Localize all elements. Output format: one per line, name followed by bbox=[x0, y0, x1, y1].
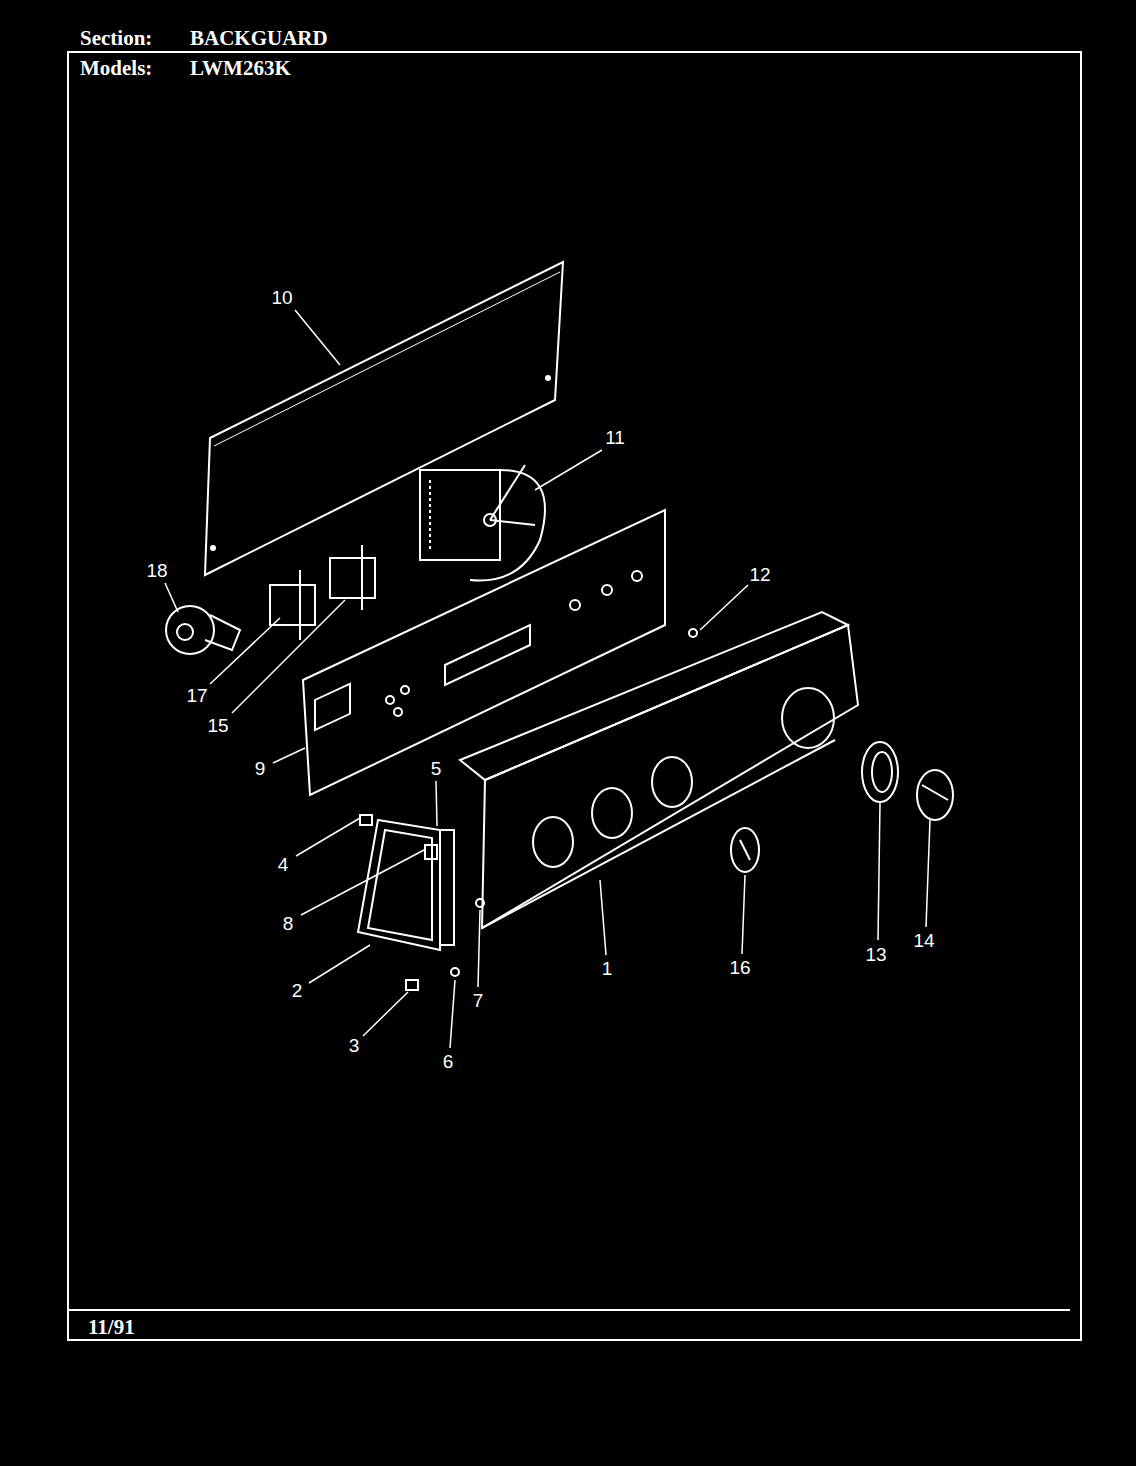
header-text: 11/91 bbox=[88, 1317, 135, 1338]
page-frame bbox=[68, 52, 1081, 1340]
callout-number: 4 bbox=[278, 855, 289, 874]
callout-number: 6 bbox=[443, 1052, 454, 1071]
switches bbox=[166, 545, 375, 654]
callout-number: 13 bbox=[865, 945, 886, 964]
header-text: LWM263K bbox=[190, 58, 291, 79]
header-text: Section: bbox=[80, 28, 152, 49]
footer-rule bbox=[68, 1309, 1070, 1311]
header-text: Models: bbox=[80, 58, 152, 79]
callout-number: 18 bbox=[146, 561, 167, 580]
callout-number: 9 bbox=[255, 759, 266, 778]
callout-number: 8 bbox=[283, 914, 294, 933]
callout-number: 15 bbox=[207, 716, 228, 735]
callout-number: 12 bbox=[749, 565, 770, 584]
timer bbox=[420, 465, 545, 581]
end-cap bbox=[358, 629, 697, 990]
callout-number: 5 bbox=[431, 759, 442, 778]
callout-number: 7 bbox=[473, 991, 484, 1010]
knobs bbox=[731, 742, 953, 872]
rear-panel bbox=[205, 262, 563, 575]
callout-number: 2 bbox=[292, 981, 303, 1000]
callout-number: 17 bbox=[186, 686, 207, 705]
callout-number: 14 bbox=[913, 931, 934, 950]
callout-number: 11 bbox=[605, 428, 625, 447]
callout-number: 16 bbox=[729, 958, 750, 977]
header-text: BACKGUARD bbox=[190, 28, 328, 49]
callout-number: 1 bbox=[602, 959, 613, 978]
leader-lines bbox=[165, 310, 930, 1048]
console-housing bbox=[460, 612, 858, 928]
callout-number: 3 bbox=[349, 1036, 360, 1055]
control-panel bbox=[303, 510, 665, 795]
callout-number: 10 bbox=[271, 288, 292, 307]
